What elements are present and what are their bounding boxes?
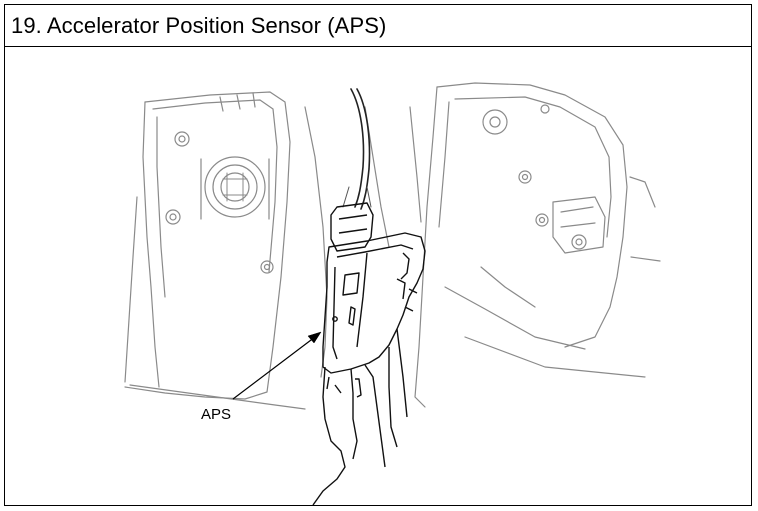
document-header: 19. Accelerator Position Sensor (APS)	[5, 5, 751, 47]
aps-illustration: APS	[124, 82, 661, 505]
aps-callout-label: APS	[201, 406, 231, 423]
document-title: 19. Accelerator Position Sensor (APS)	[11, 12, 387, 38]
figure-area: APS	[5, 47, 751, 505]
document-frame: 19. Accelerator Position Sensor (APS)	[4, 4, 752, 506]
